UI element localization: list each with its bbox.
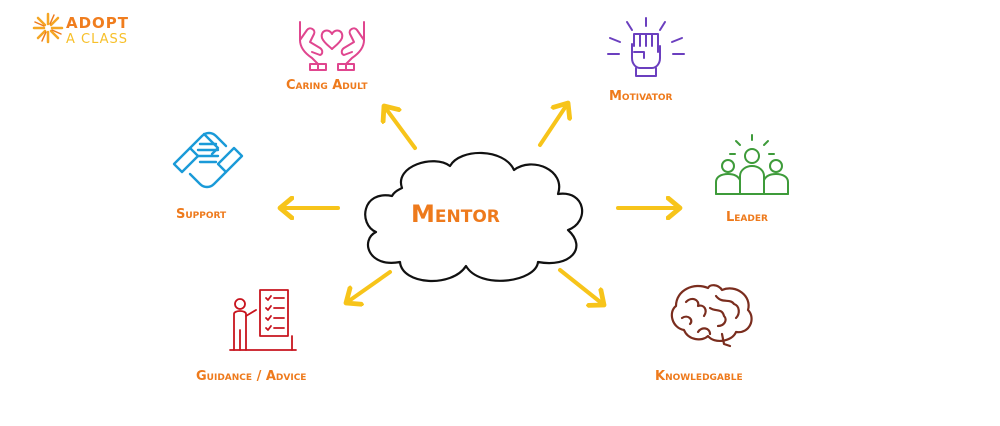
- raised-fist-icon: [607, 17, 685, 77]
- label-motivator: Motivator: [609, 89, 673, 104]
- arrow-motivator: [538, 103, 568, 147]
- heart-hands-icon: [299, 21, 365, 71]
- label-support: Support: [176, 207, 227, 222]
- team-leader-icon: [715, 134, 789, 195]
- logo-text-adopt: ADOPT: [66, 14, 130, 32]
- logo-text-a-class: A CLASS: [66, 32, 129, 47]
- label-caring-adult: Caring Adult: [286, 78, 368, 93]
- center-label-mentor: Mentor: [411, 200, 500, 228]
- arrow-guidance: [346, 270, 392, 303]
- arrow-caring-adult: [384, 106, 417, 150]
- handshake-icon: [172, 131, 244, 189]
- cloud-shape: [364, 151, 584, 282]
- label-knowledgable: Knowledgable: [655, 369, 743, 384]
- sunburst-icon: [32, 12, 64, 44]
- label-guidance-advice: Guidance / Advice: [196, 369, 307, 384]
- label-leader: Leader: [726, 210, 768, 225]
- teacher-board-icon: [229, 289, 297, 351]
- brain-icon: [670, 284, 753, 348]
- adopt-a-class-logo: ADOPT A CLASS: [32, 12, 154, 52]
- arrow-knowledgable: [558, 268, 604, 305]
